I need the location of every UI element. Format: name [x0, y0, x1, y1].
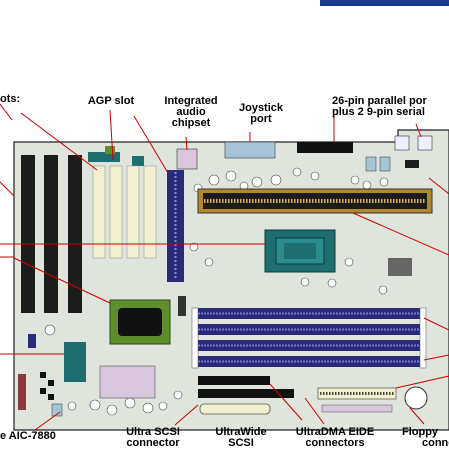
integrated-audio-label: Integrated audio chipset — [164, 95, 218, 129]
capacitors-bottom — [67, 390, 183, 416]
ultra-scsi-connector-label: Ultra SCSI connector — [126, 426, 180, 449]
pci-slot-2 — [109, 165, 123, 259]
small-ic-1 — [365, 156, 377, 172]
aic-7880-label: e AIC-7880 — [0, 430, 56, 442]
joystick-port-label: Joystick port — [238, 102, 284, 125]
small-connector — [178, 296, 186, 316]
pci-slot-3 — [126, 165, 140, 259]
ultrawide-scsi-connector — [198, 389, 294, 398]
parallel-port-connector — [297, 142, 353, 153]
cmos-battery — [404, 386, 428, 410]
agp-small-chip — [105, 146, 115, 154]
jumper-block — [28, 334, 36, 348]
pci-slot-1 — [92, 165, 106, 259]
dimm-slots — [191, 307, 427, 369]
capacitors-middle — [189, 242, 388, 295]
isa-slot-2 — [44, 155, 58, 313]
small-ic-2 — [379, 156, 391, 172]
isa-slot-1 — [21, 155, 35, 313]
leader-lines — [0, 103, 449, 431]
serial-port-b — [417, 135, 433, 151]
agp-chip — [88, 152, 120, 162]
battery-header — [18, 374, 26, 410]
ultra-scsi-connector — [198, 376, 270, 385]
small-components-left — [40, 372, 54, 400]
capacitors-top — [193, 167, 389, 193]
floppy-connector-label: Floppy conne — [402, 426, 449, 449]
bios-chip — [99, 365, 156, 399]
voltage-regulator — [388, 258, 412, 276]
joystick-port-connector — [224, 141, 276, 159]
ultradma-eide-label: UltraDMA EIDE connectors — [295, 426, 375, 449]
aic-7880-chip — [64, 342, 86, 382]
serial-port-a — [394, 135, 410, 151]
scsi-68-pin — [199, 403, 271, 415]
ide-connector-2 — [321, 404, 393, 413]
slots-label: ots: — [0, 93, 21, 105]
pci-slot-4 — [143, 165, 157, 259]
top-header-bar — [320, 0, 449, 6]
isa-slot-3 — [68, 155, 82, 313]
audio-chipset — [176, 148, 198, 170]
small-ic-3 — [405, 160, 419, 168]
agp-slot-label: AGP slot — [87, 95, 135, 107]
parallel-serial-label: 26-pin parallel por plus 2 9-pin serial — [332, 95, 427, 118]
ultrawide-scsi-label: UltraWide SCSI — [215, 426, 267, 449]
agp-aux-chip — [132, 156, 144, 166]
